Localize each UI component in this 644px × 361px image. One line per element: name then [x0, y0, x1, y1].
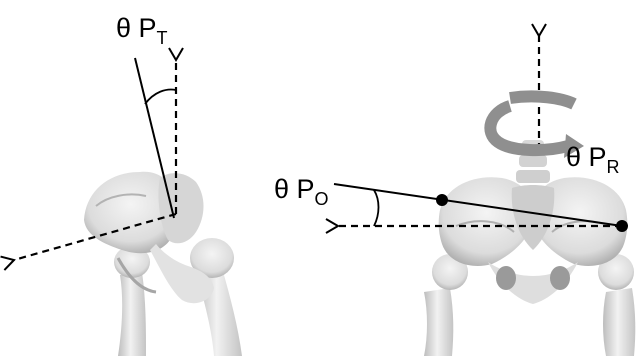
right-asis-point: [616, 220, 628, 232]
rotation-label: θ PR: [566, 142, 620, 177]
right-femur-left-shaft: [424, 288, 453, 356]
obliquity-angle-arc: [374, 190, 379, 226]
lumbar-vertebra-3: [516, 170, 550, 183]
obliquity-label: θ PO: [274, 174, 329, 209]
tilt-label: θ PT: [116, 13, 168, 48]
tilt-angle-arc: [145, 90, 176, 104]
left-femur-shaft-back: [118, 272, 146, 356]
lumbar-vertebra-2: [519, 155, 547, 167]
right-obturator-left: [496, 266, 516, 290]
right-pelvis-frontal-view: [424, 140, 635, 356]
right-femur-right-shaft: [603, 288, 635, 356]
right-obturator-right: [550, 266, 570, 290]
left-pelvis-lateral-view: [84, 172, 242, 356]
left-asis-point: [436, 194, 448, 206]
